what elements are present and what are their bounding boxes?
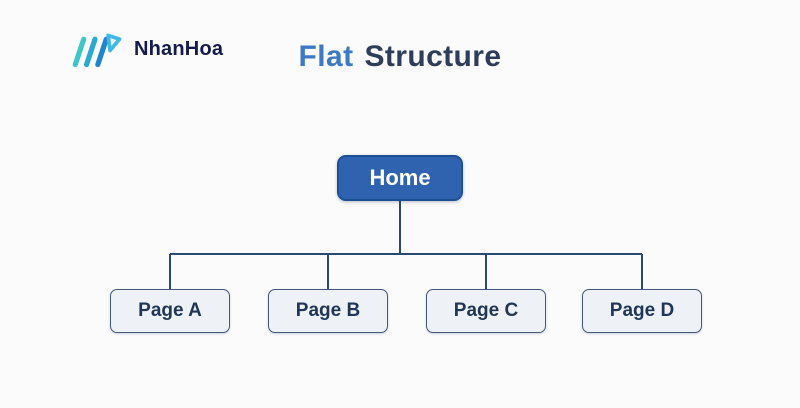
title-part-flat: Flat [298, 40, 354, 73]
node-page-a-label: Page A [138, 300, 202, 321]
node-page-d-label: Page D [609, 300, 675, 321]
brand: NhanHoa [66, 26, 223, 73]
node-home-label: Home [369, 165, 431, 190]
node-page-b-label: Page B [295, 300, 361, 321]
node-page-d: Page D [582, 289, 702, 333]
node-page-b: Page B [268, 289, 388, 333]
node-page-c: Page C [426, 289, 546, 333]
nhanhoa-w-icon [72, 33, 122, 68]
node-page-c-label: Page C [453, 300, 519, 321]
node-home: Home [337, 155, 463, 201]
title-part-structure: Structure [364, 40, 502, 73]
brand-name: NhanHoa [134, 38, 224, 60]
page-title: Flat Structure [0, 40, 800, 74]
node-page-a: Page A [110, 289, 230, 333]
